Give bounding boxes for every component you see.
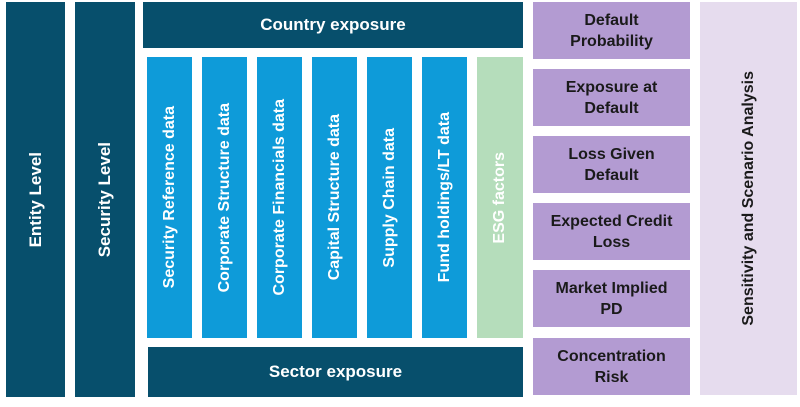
- risk-metric-line2: Default: [584, 99, 639, 117]
- sector-exposure-bar: Sector exposure: [148, 347, 523, 397]
- data-column-label: Security Reference data: [160, 106, 178, 289]
- entity-level-column: Entity Level: [6, 2, 65, 397]
- data-column-label: Corporate Financials data: [270, 99, 288, 296]
- data-column-security-reference: Security Reference data: [147, 57, 192, 338]
- country-exposure-bar: Country exposure: [143, 2, 523, 48]
- risk-metric-line2: Risk: [594, 368, 629, 386]
- risk-metric-exposure-at-default: Exposure at Default: [533, 69, 690, 126]
- data-column-label: Fund holdings/LT data: [435, 112, 453, 283]
- data-column-corporate-financials: Corporate Financials data: [257, 57, 302, 338]
- data-column-esg-factors: ESG factors: [477, 57, 523, 338]
- security-level-column: Security Level: [75, 2, 135, 397]
- data-column-label: Corporate Structure data: [215, 102, 233, 293]
- risk-metric-line1: Exposure at: [565, 78, 658, 96]
- security-level-label: Security Level: [95, 141, 114, 258]
- risk-metric-line1: Loss Given: [568, 145, 655, 163]
- risk-metric-line1: Market Implied: [555, 279, 668, 297]
- data-column-fund-holdings: Fund holdings/LT data: [422, 57, 467, 338]
- risk-metric-line1: Expected Credit: [550, 212, 673, 230]
- data-column-label: Supply Chain data: [380, 127, 398, 268]
- entity-level-label: Entity Level: [25, 151, 45, 248]
- sensitivity-scenario-label: Sensitivity and Scenario Analysis: [739, 71, 757, 326]
- sector-exposure-label: Sector exposure: [268, 362, 403, 381]
- risk-metric-line2: PD: [600, 300, 623, 318]
- data-column-label: ESG factors: [491, 151, 508, 244]
- risk-metric-line2: Default: [584, 166, 639, 184]
- risk-metric-line2: Loss: [592, 233, 631, 251]
- risk-metric-line2: Probability: [570, 32, 653, 50]
- sensitivity-scenario-panel: Sensitivity and Scenario Analysis: [700, 2, 797, 395]
- risk-metric-line1: Concentration: [557, 347, 666, 365]
- data-column-corporate-structure: Corporate Structure data: [202, 57, 247, 338]
- risk-metric-line1: Default: [584, 11, 639, 29]
- data-column-supply-chain: Supply Chain data: [367, 57, 412, 338]
- country-exposure-label: Country exposure: [260, 15, 406, 34]
- data-column-capital-structure: Capital Structure data: [312, 57, 357, 338]
- data-column-label: Capital Structure data: [325, 114, 343, 281]
